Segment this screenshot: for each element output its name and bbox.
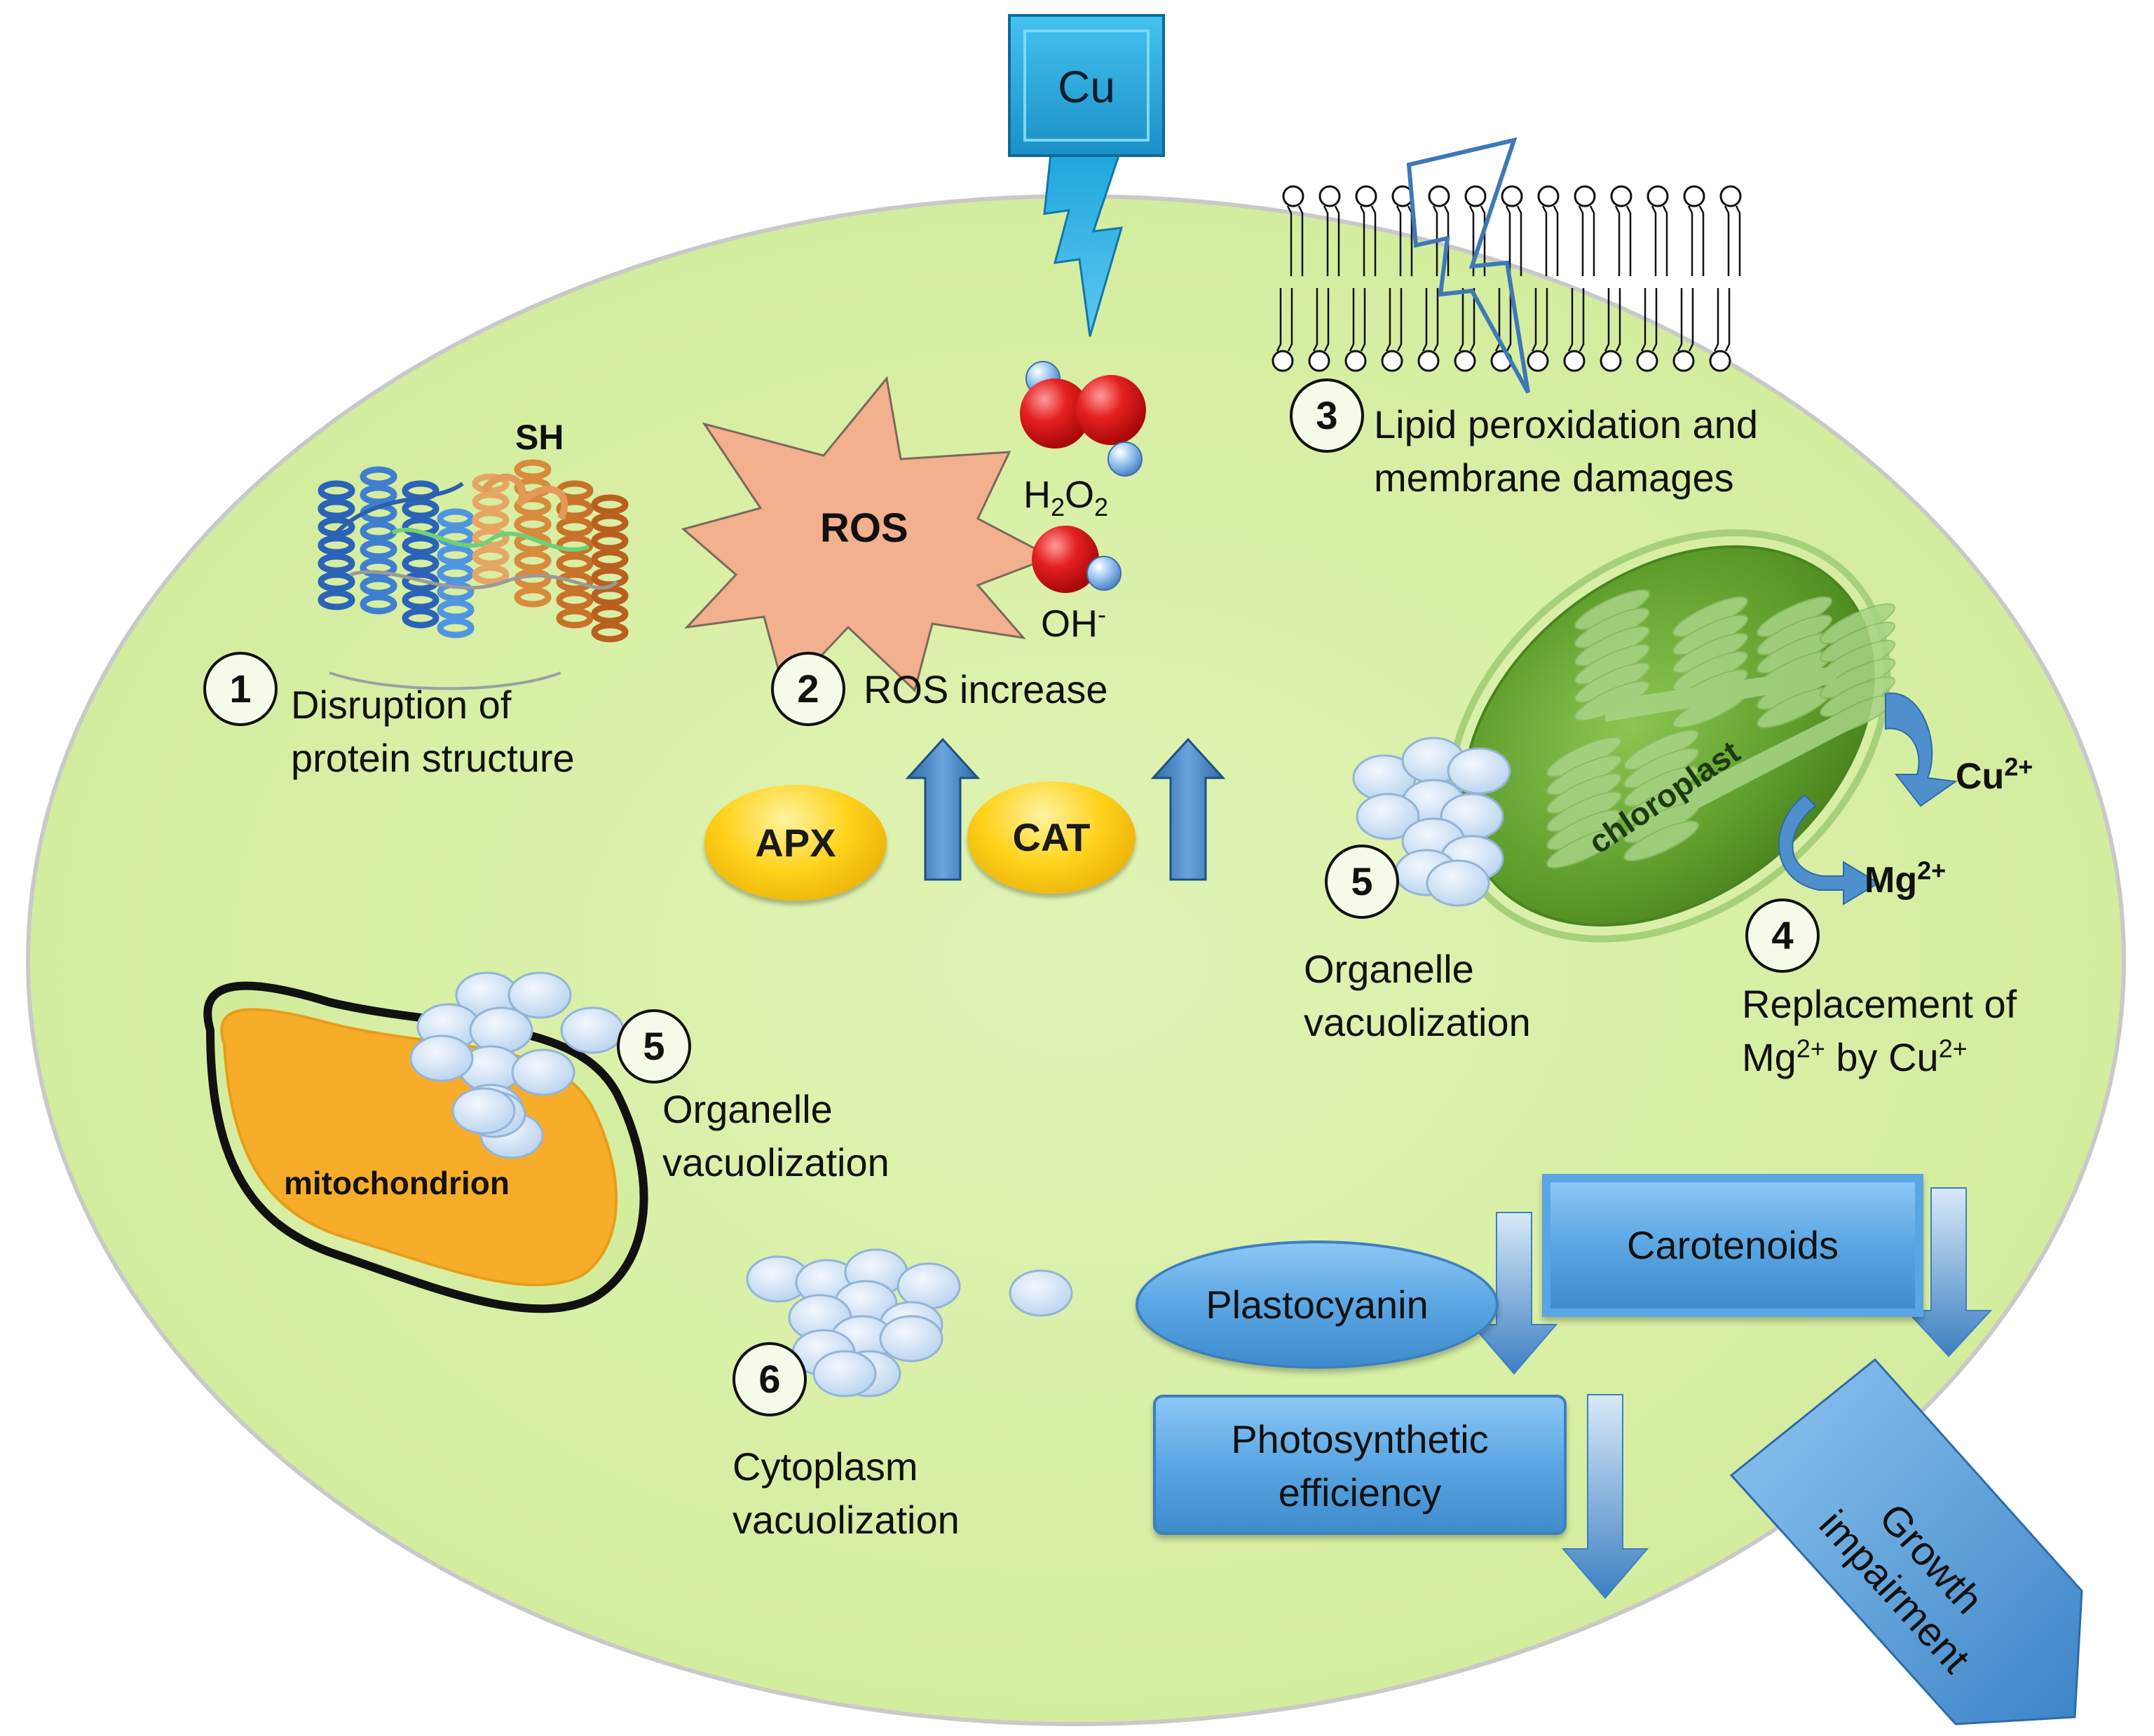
ros-label: ROS (820, 505, 908, 551)
step-4-text: Replacement of Mg2+ by Cu2+ (1742, 982, 2017, 1079)
lipid-head (1272, 350, 1294, 372)
lipid-head (1574, 185, 1596, 207)
vacuole (469, 1006, 533, 1054)
hydroxyl-label: OH- (1041, 600, 1106, 645)
step-2-text: ROS increase (864, 667, 1108, 711)
cu-ion-label: Cu2+ (1956, 752, 2033, 797)
vacuole (879, 1315, 943, 1362)
lipid-head (1527, 350, 1549, 372)
lipid-bilayer (1272, 185, 1742, 372)
lipid-head (1600, 350, 1622, 372)
vacuole (511, 1048, 575, 1096)
vacuole (1426, 859, 1490, 907)
lipid-head (1683, 185, 1705, 207)
lipid-head (1709, 350, 1731, 372)
vacuole (1447, 747, 1511, 795)
mitochondrion-label: mitochondrion (284, 1165, 510, 1201)
step-6-badge: 6 (732, 1342, 807, 1416)
h2o2-molecule-icon (1020, 361, 1146, 477)
carotenoids-decrease-arrow (1904, 1187, 1993, 1358)
step-3-badge: 3 (1290, 378, 1364, 453)
step-5-chloroplast-badge: 5 (1325, 845, 1399, 919)
apx-increase-arrow (905, 737, 981, 881)
vacuole (560, 1006, 625, 1054)
cu-lightning-bolt (1043, 146, 1124, 337)
lipid-head (1537, 185, 1560, 207)
step-5-mitochondrion-text: Organelle vacuolization (662, 1087, 889, 1184)
step-4-badge: 4 (1745, 898, 1820, 973)
vacuole-group (409, 737, 1511, 1397)
membrane-lightning-icon (1406, 137, 1530, 394)
lipid-head (1464, 185, 1487, 207)
vacuole (451, 1087, 516, 1135)
vacuole (507, 971, 572, 1019)
mg-ion-label: Mg2+ (1865, 856, 1947, 901)
lipid-head (1308, 350, 1330, 372)
lipid-head (1672, 350, 1695, 372)
plastocyanin-box: Plastocyanin (1136, 1241, 1499, 1369)
hydroxyl-molecule-icon (1032, 526, 1122, 593)
lipid-head (1344, 350, 1367, 372)
cat-enzyme: CAT (967, 781, 1136, 894)
chloroplast (1445, 529, 1895, 943)
step-5-chloroplast-text: Organelle vacuolization (1304, 947, 1531, 1044)
lipid-head (1428, 185, 1450, 207)
lipid-head (1381, 350, 1403, 372)
h2o2-label: H2O2 (1023, 474, 1109, 521)
vacuole (409, 1034, 474, 1082)
step-2-badge: 2 (771, 652, 845, 726)
lipid-head (1355, 185, 1377, 207)
lipid-head (1647, 185, 1669, 207)
cu-box (1008, 14, 1165, 157)
step-1-text: Disruption of protein structure (291, 683, 575, 780)
ros-burst-shape (681, 376, 1054, 696)
lipid-head (1417, 350, 1440, 372)
plastocyanin-decrease-arrow (1470, 1212, 1558, 1375)
step-6-text: Cytoplasm vacuolization (732, 1444, 960, 1542)
lipid-head (1610, 185, 1632, 207)
step-1-badge: 1 (203, 652, 278, 726)
vacuole (1009, 1269, 1073, 1317)
protein-structure-icon (318, 459, 629, 690)
photosynthetic-efficiency-decrease-arrow (1561, 1394, 1649, 1599)
cu-ion-curved-arrow (1885, 692, 1958, 807)
lipid-head (1719, 185, 1742, 207)
apx-enzyme: APX (704, 785, 887, 901)
lipid-head (1454, 350, 1476, 372)
mg-ion-curved-arrow (1778, 794, 1880, 905)
step-3-text: Lipid peroxidation and membrane damages (1374, 402, 1758, 500)
lipid-head (1636, 350, 1658, 372)
thiol-label: SH (515, 418, 564, 457)
cat-increase-arrow (1150, 737, 1226, 881)
vacuole (1356, 793, 1420, 840)
vacuole (812, 1350, 877, 1397)
cu-label: Cu (1058, 62, 1115, 112)
step-5-mitochondrion-badge: 5 (617, 1009, 691, 1084)
lipid-head (1318, 185, 1341, 207)
lipid-head (1501, 185, 1523, 207)
lipid-head (1282, 185, 1304, 207)
lipid-head (1563, 350, 1586, 372)
growth-impairment-arrow (1729, 1358, 2083, 1725)
photosynthetic-efficiency-box: Photosynthetic efficiency (1153, 1395, 1567, 1535)
carotenoids-box: Carotenoids (1542, 1174, 1923, 1317)
